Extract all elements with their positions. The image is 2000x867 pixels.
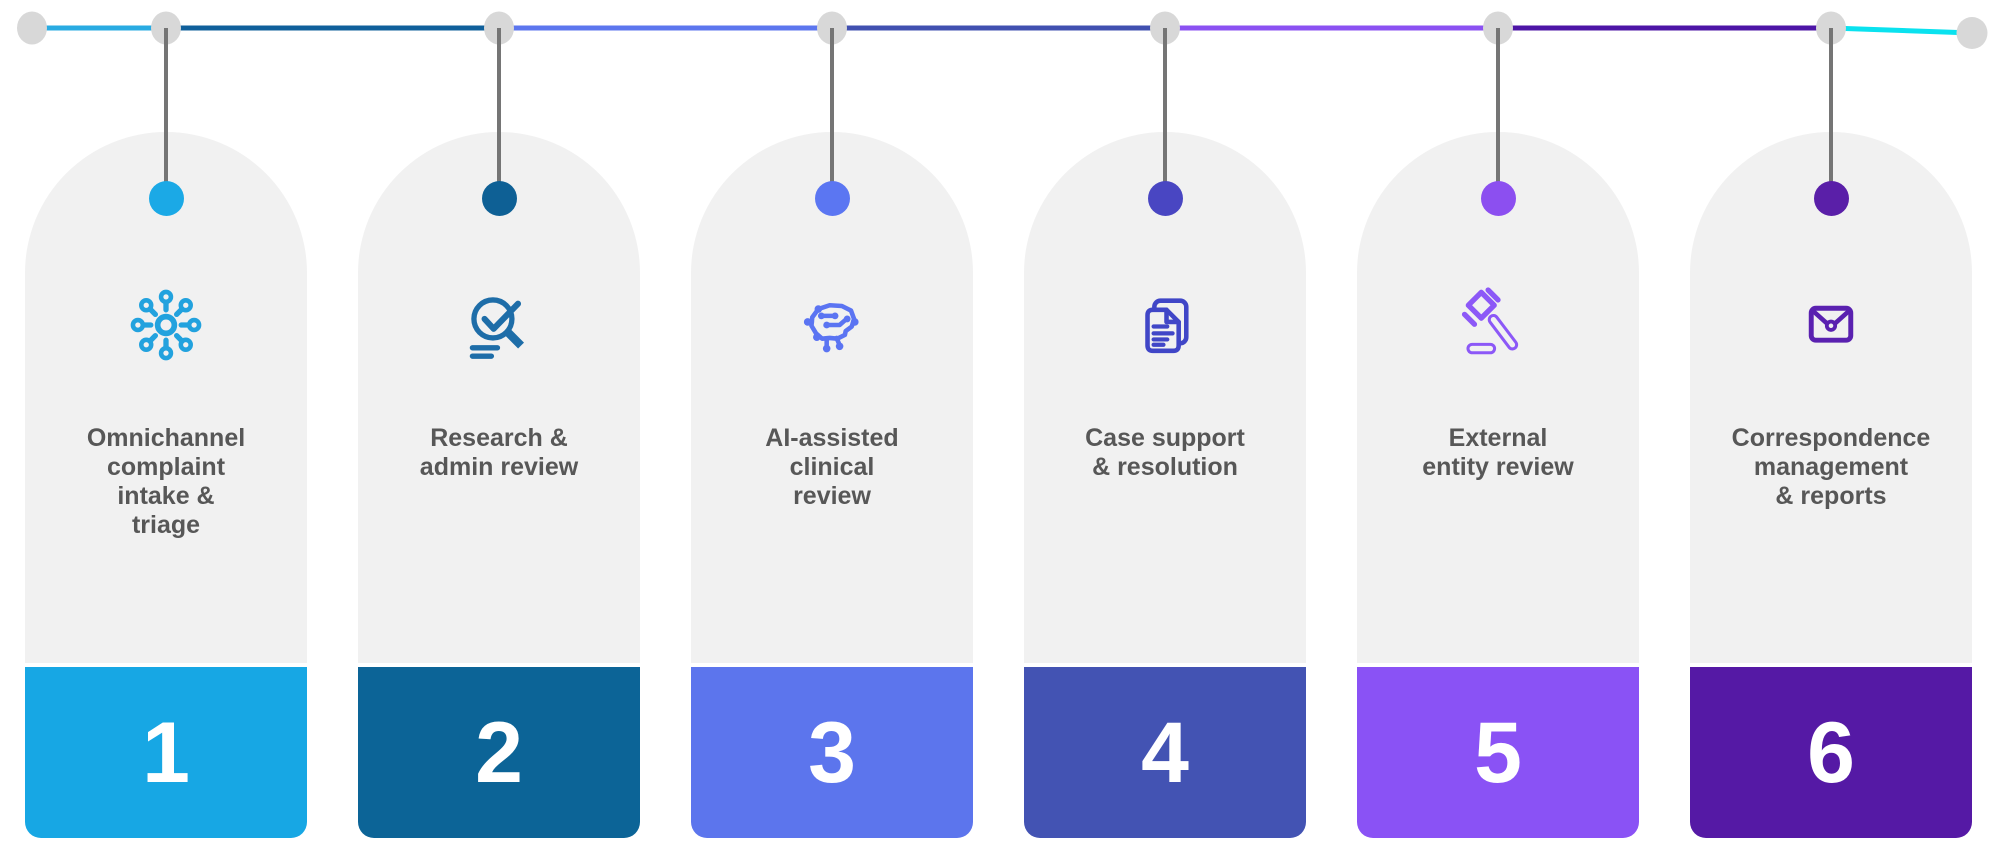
step-number-band: 2 (358, 667, 640, 838)
step-card-6: Correspondence management & reports 6 (1690, 0, 1972, 867)
card-background (1690, 132, 1972, 663)
step-number-band: 5 (1357, 667, 1639, 838)
step-number: 5 (1474, 704, 1522, 801)
timeline-node (1956, 17, 1988, 49)
step-card-3: AI-assisted clinical review 3 (691, 0, 973, 867)
mail-icon (1793, 287, 1869, 363)
documents-icon (1127, 287, 1203, 363)
card-background (25, 132, 307, 663)
step-title: AI-assisted clinical review (765, 424, 899, 510)
step-number-band: 4 (1024, 667, 1306, 838)
step-dot (1813, 180, 1849, 216)
step-title: Case support & resolution (1085, 424, 1245, 481)
step-card-2: Research & admin review 2 (358, 0, 640, 867)
step-number-band: 1 (25, 667, 307, 838)
timeline-node (17, 11, 47, 45)
step-number: 6 (1807, 704, 1855, 801)
step-card-5: External entity review 5 (1357, 0, 1639, 867)
network-hub-icon (128, 287, 204, 363)
gavel-icon (1460, 287, 1536, 363)
step-number-band: 6 (1690, 667, 1972, 838)
step-title: External entity review (1422, 424, 1574, 481)
search-check-icon (461, 287, 537, 363)
timeline-connector (1163, 28, 1167, 198)
step-number: 3 (808, 704, 856, 801)
step-dot (1147, 180, 1183, 216)
step-card-1: Omnichannel complaint intake & triage 1 (25, 0, 307, 867)
timeline-connector (164, 28, 168, 198)
step-number: 1 (142, 704, 190, 801)
card-background (1024, 132, 1306, 663)
step-title: Correspondence management & reports (1731, 424, 1931, 510)
card-background (358, 132, 640, 663)
step-dot (1480, 180, 1516, 216)
card-background (1357, 132, 1639, 663)
ai-brain-icon (794, 287, 870, 363)
timeline-connector (1829, 28, 1833, 198)
step-dot (814, 180, 850, 216)
timeline-connector (497, 28, 501, 198)
step-title: Research & admin review (419, 424, 579, 481)
timeline-segment-trailing (1830, 25, 1973, 36)
step-title: Omnichannel complaint intake & triage (86, 424, 246, 539)
timeline-connector (830, 28, 834, 198)
step-number: 2 (475, 704, 523, 801)
step-number: 4 (1141, 704, 1189, 801)
step-number-band: 3 (691, 667, 973, 838)
step-dot (148, 180, 184, 216)
step-card-4: Case support & resolution 4 (1024, 0, 1306, 867)
card-background (691, 132, 973, 663)
timeline-connector (1496, 28, 1500, 198)
step-dot (481, 180, 517, 216)
